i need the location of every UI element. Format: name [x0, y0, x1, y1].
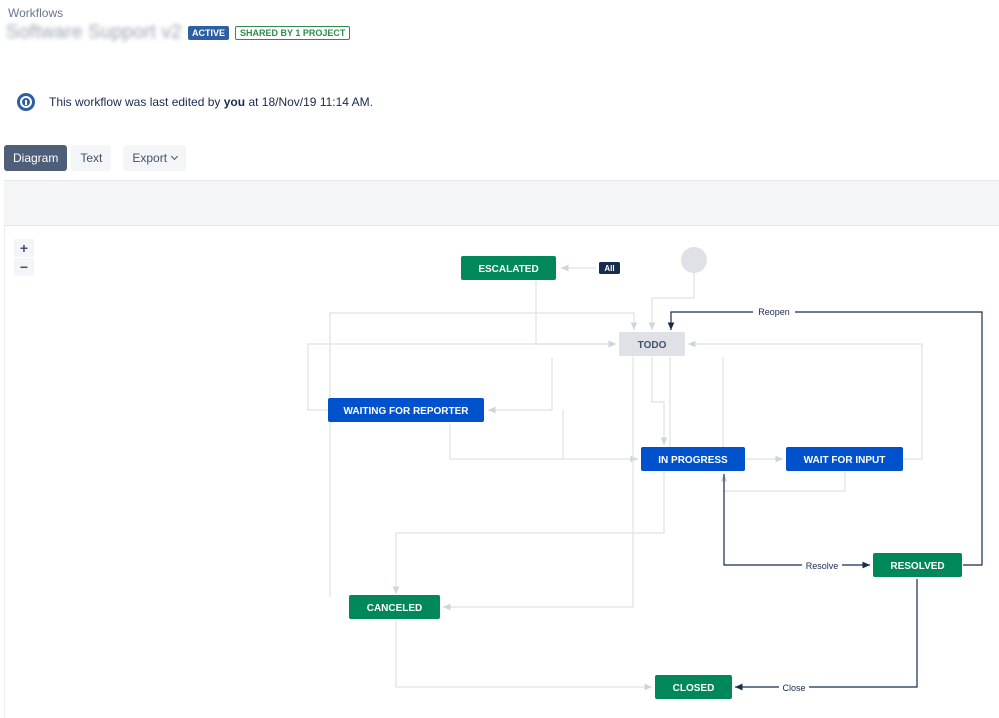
status-in-progress[interactable]: IN PROGRESS [641, 447, 745, 471]
diagram-toolbar [4, 180, 999, 226]
status-resolved[interactable]: RESOLVED [873, 553, 962, 577]
status-resolved-label: RESOLVED [890, 561, 944, 572]
status-todo-label: TODO [638, 340, 667, 351]
last-edited-suffix: at 18/Nov/19 11:14 AM. [248, 95, 373, 109]
transition-todo-to-in-progress [651, 357, 668, 445]
zoom-in-button[interactable]: + [14, 239, 34, 257]
status-escalated[interactable]: ESCALATED [461, 256, 556, 280]
status-todo[interactable]: TODO [619, 332, 685, 356]
transition-in-progress-to-canceled [392, 472, 665, 594]
status-closed-label: CLOSED [673, 683, 715, 694]
status-waiting-for-reporter-label: WAITING FOR REPORTER [344, 406, 470, 417]
resolve-label-bg [802, 559, 842, 572]
status-wait-for-input-box [786, 447, 903, 471]
tab-diagram[interactable]: Diagram [4, 145, 68, 171]
last-edited-prefix: This workflow was last edited by [49, 95, 221, 109]
tab-text[interactable]: Text [71, 145, 112, 171]
status-in-progress-box [641, 447, 745, 471]
status-canceled[interactable]: CANCELED [349, 595, 440, 619]
status-escalated-box [461, 256, 556, 280]
transition-waiting-to-todo [307, 340, 616, 411]
close-label-bg [779, 681, 809, 694]
status-canceled-label: CANCELED [367, 603, 423, 614]
status-closed[interactable]: CLOSED [655, 675, 732, 699]
transition-canceled-to-closed [395, 620, 652, 691]
status-closed-box [655, 675, 732, 699]
resolve-label[interactable]: Resolve [806, 561, 839, 571]
highlighted-transitions [667, 311, 983, 691]
info-icon [17, 93, 35, 111]
transition-todo-to-canceled [443, 357, 634, 611]
status-resolved-box [873, 553, 962, 577]
page-title: Software Support v2 [6, 22, 182, 43]
transition-todo-to-waiting [488, 357, 553, 414]
shared-projects-badge[interactable]: SHARED BY 1 PROJECT [234, 26, 351, 40]
export-button[interactable]: Export [123, 145, 187, 171]
transition-wait-for-input-to-in-progress [720, 472, 846, 492]
status-in-progress-label: IN PROGRESS [658, 455, 728, 466]
transition-canceled-to-todo [329, 312, 638, 597]
status-escalated-label: ESCALATED [478, 264, 538, 275]
reopen-label-bg [753, 305, 795, 318]
close-label[interactable]: Close [782, 683, 805, 693]
last-edited-text: This workflow was last edited by you at … [49, 95, 373, 109]
transition-waiting-to-in-progress [449, 423, 638, 463]
status-wait-for-input[interactable]: WAIT FOR INPUT [786, 447, 903, 471]
all-transition-badge[interactable] [599, 262, 620, 274]
status-canceled-box [349, 595, 440, 619]
transition-initial-to-todo [648, 273, 695, 330]
breadcrumb[interactable]: Workflows [8, 6, 64, 20]
view-tabs: Diagram Text Export [4, 145, 187, 171]
export-label: Export [132, 151, 168, 165]
reopen-label[interactable]: Reopen [758, 307, 790, 317]
transition-resolve[interactable] [723, 474, 870, 569]
transition-wait-for-input-to-todo [688, 340, 923, 460]
status-todo-box [619, 332, 685, 356]
grey-transitions [307, 264, 923, 691]
status-waiting-for-reporter[interactable]: WAITING FOR REPORTER [328, 398, 484, 422]
transition-reopen[interactable] [667, 311, 983, 566]
zoom-out-button[interactable]: − [14, 258, 34, 276]
title-row: Software Support v2 ACTIVE SHARED BY 1 P… [6, 22, 351, 44]
all-transition-label: All [604, 264, 614, 273]
last-edited-user: you [223, 95, 246, 109]
last-edited-info: This workflow was last edited by you at … [17, 93, 373, 111]
status-waiting-for-reporter-box [328, 398, 484, 422]
initial-state-circle[interactable] [681, 247, 707, 273]
status-wait-for-input-label: WAIT FOR INPUT [804, 455, 886, 466]
status-badge: ACTIVE [187, 26, 229, 40]
transition-close[interactable] [735, 579, 918, 691]
diagram-canvas[interactable] [4, 226, 999, 718]
